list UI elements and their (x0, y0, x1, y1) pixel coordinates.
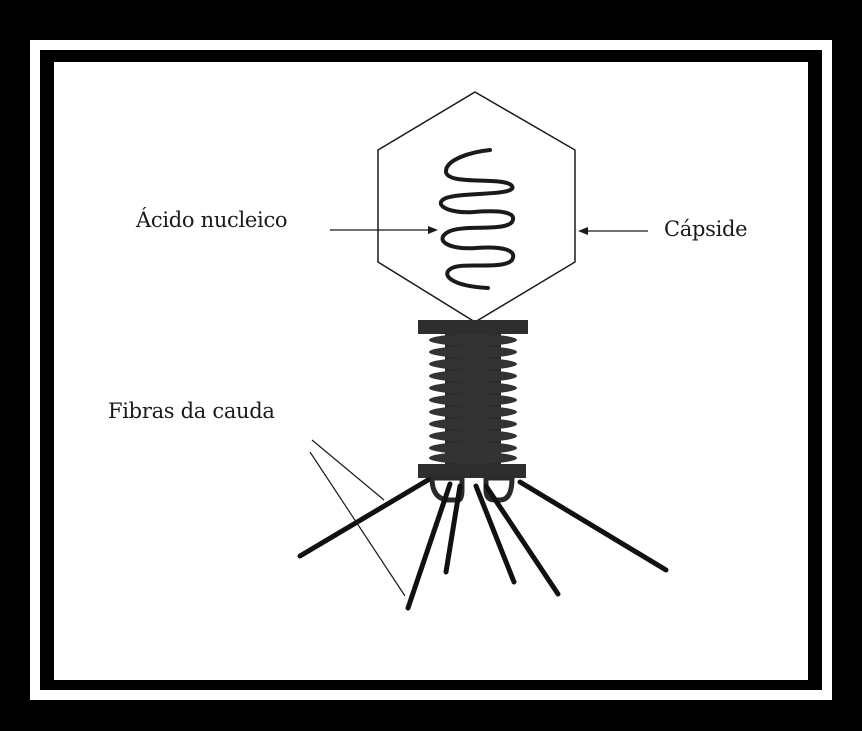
tail-ring (429, 370, 517, 382)
tail-ring (429, 406, 517, 418)
tail-ring (429, 334, 517, 346)
label-tail-fibers: Fibras da cauda (108, 399, 275, 423)
tail-fibers (300, 480, 666, 608)
tail-sheath (429, 334, 517, 466)
tail-fiber (300, 480, 428, 556)
tail-ring (429, 394, 517, 406)
label-nucleic-acid: Ácido nucleico (136, 208, 287, 232)
tail-ring (429, 346, 517, 358)
tail-ring (429, 382, 517, 394)
tail-ring (429, 358, 517, 370)
label-capsid: Cápside (664, 217, 747, 241)
tail-fibers-pointer (312, 440, 384, 500)
tail-ring (429, 418, 517, 430)
collar (418, 320, 528, 334)
capsid-arrowhead (578, 227, 588, 235)
tail-fibers-pointer (310, 452, 405, 596)
tail-fiber (408, 484, 450, 608)
tail-ring (429, 430, 517, 442)
tail-fiber (520, 482, 666, 570)
tail-ring (429, 452, 517, 464)
